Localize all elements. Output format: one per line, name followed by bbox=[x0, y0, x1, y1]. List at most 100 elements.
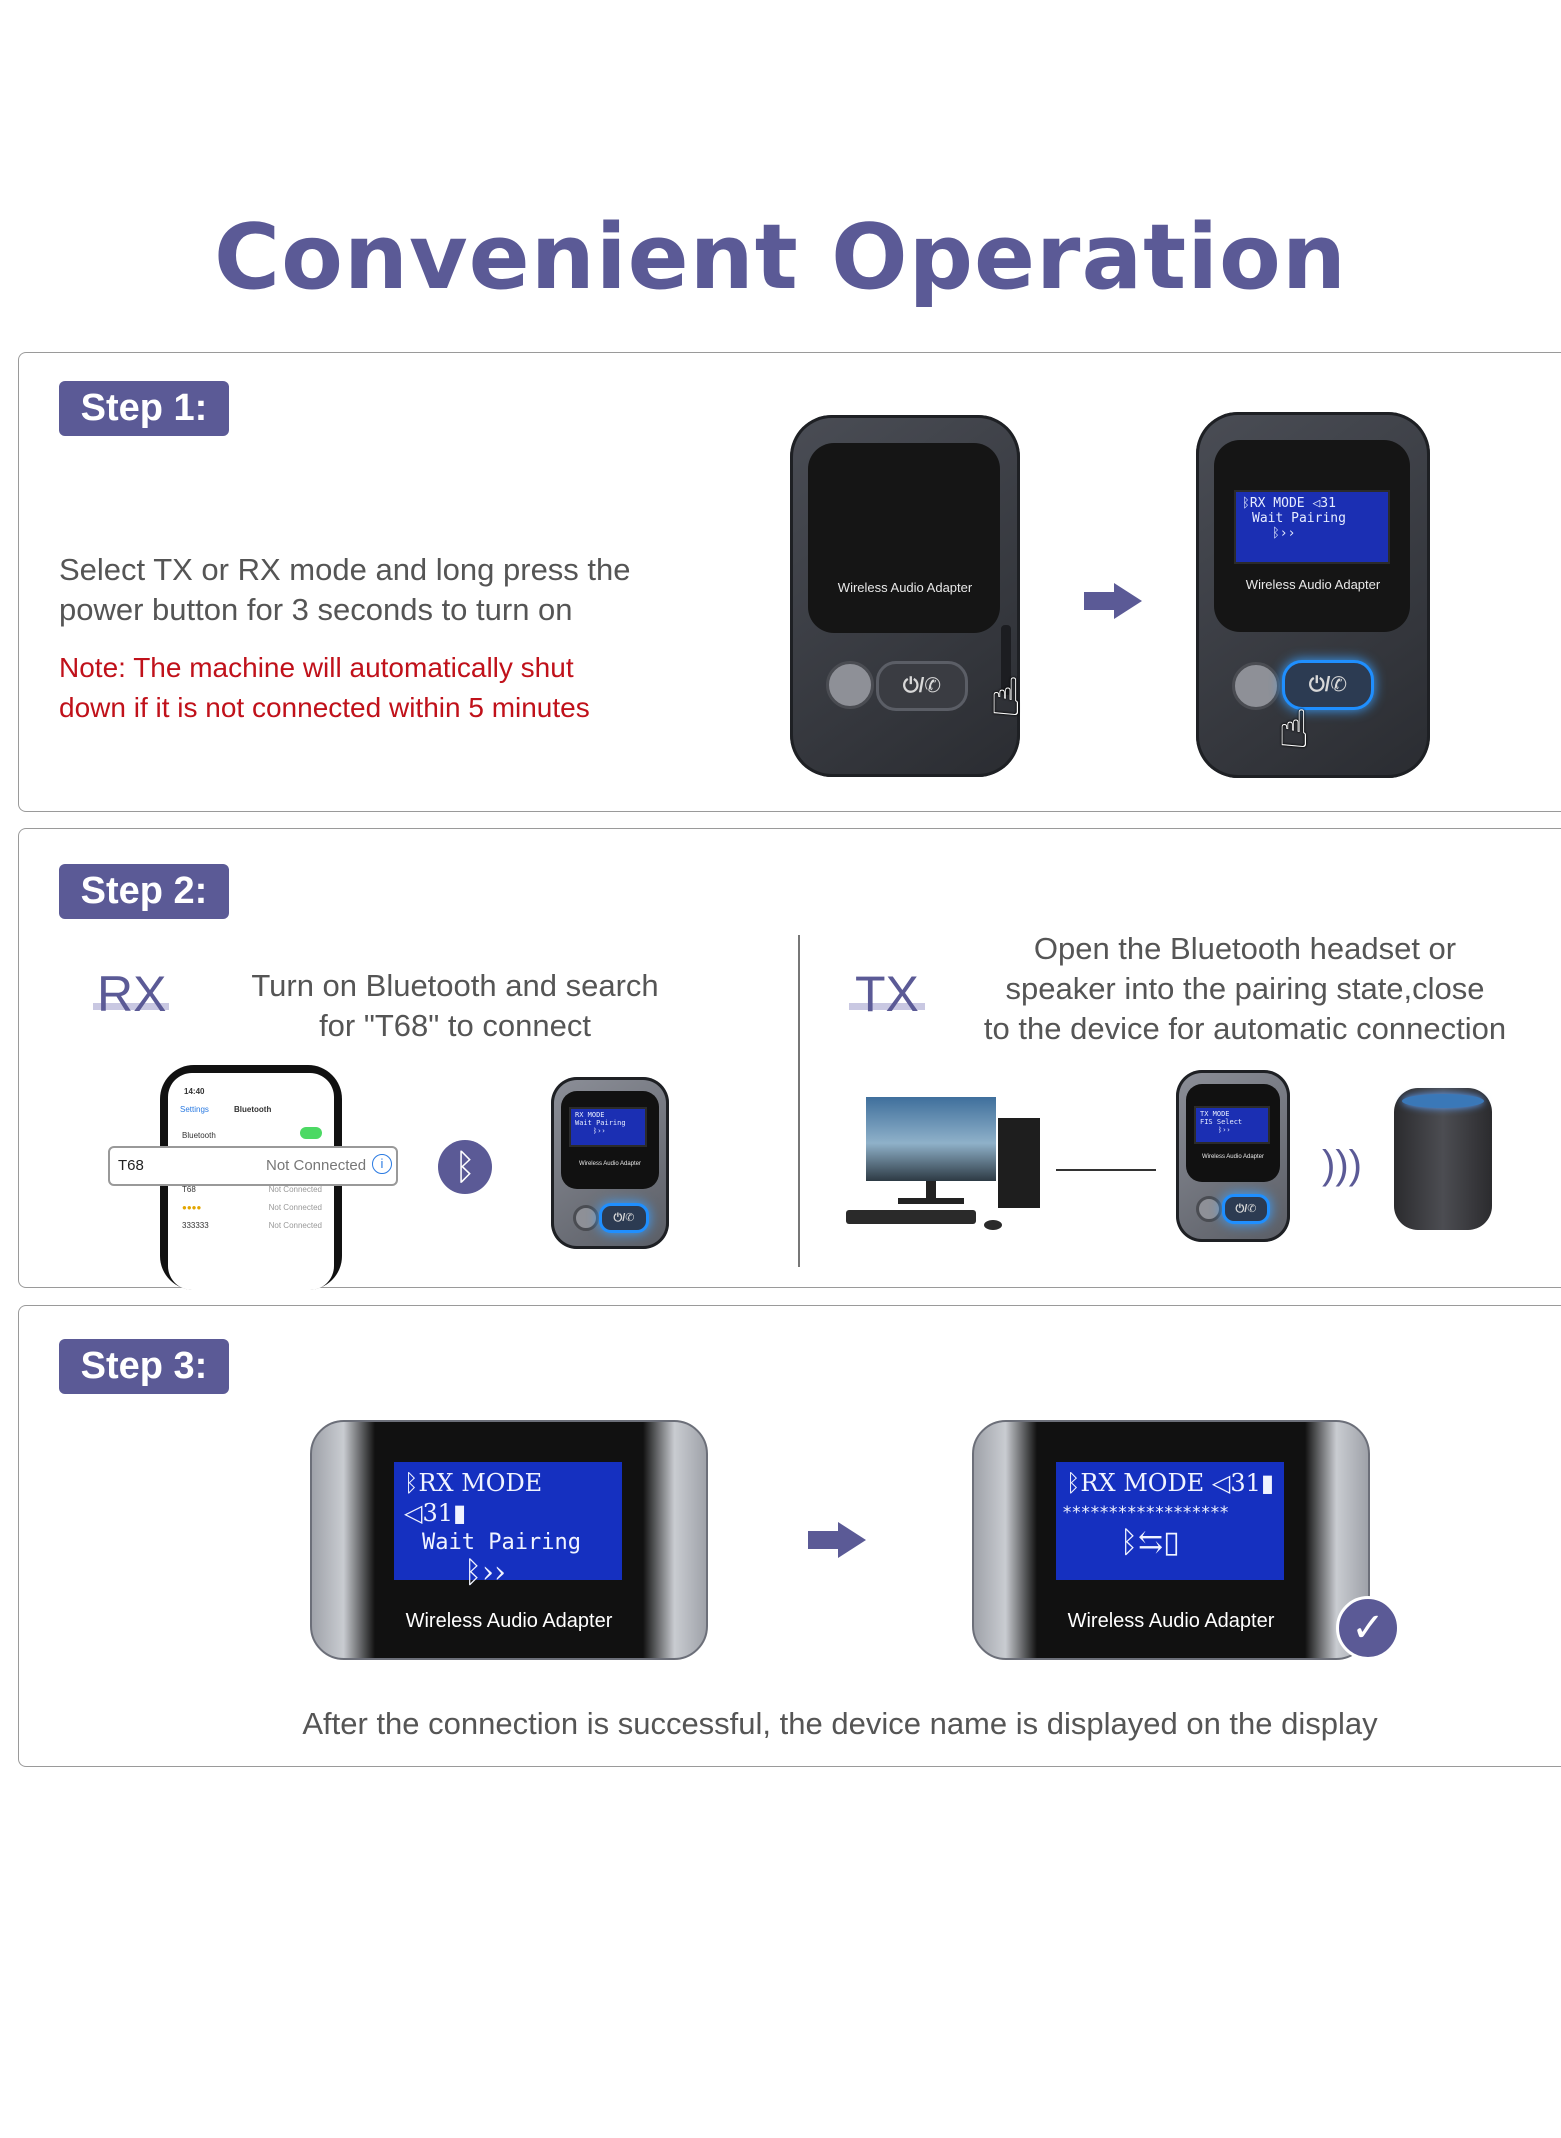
device-brand-label: Wireless Audio Adapter bbox=[578, 1161, 642, 1167]
step3-panel bbox=[18, 1305, 1561, 1767]
screen-status-text: Wait Pairing bbox=[575, 1119, 626, 1127]
screen-mode-text: TX MODE bbox=[1200, 1110, 1230, 1118]
device-name: 333333 bbox=[182, 1221, 209, 1230]
screen-closeup-before: ᛒRX MODE ◁31▮ Wait Pairing ᛒ›› Wireless … bbox=[310, 1420, 708, 1660]
rx-instruction-line1: Turn on Bluetooth and search bbox=[251, 968, 659, 1003]
volume-icon: ◁ bbox=[1312, 496, 1321, 511]
step2-divider bbox=[798, 935, 800, 1267]
connected-phone-icon: ᛒ⇆▯ bbox=[1120, 1525, 1180, 1560]
sound-waves-icon: ))) bbox=[1322, 1143, 1362, 1187]
speaker-light-ring bbox=[1402, 1094, 1484, 1108]
rx-label: RX bbox=[97, 966, 167, 1022]
check-icon: ✓ bbox=[1336, 1596, 1400, 1660]
step3-badge: Step 3: bbox=[59, 1339, 229, 1394]
phone-back-link: Settings bbox=[180, 1105, 209, 1114]
screen-volume-text: 31 bbox=[1230, 1469, 1261, 1497]
keyboard bbox=[846, 1210, 976, 1224]
device-status: Not Connected bbox=[268, 1185, 322, 1194]
device-screen: RX MODE Wait Pairing ᛒ›› bbox=[569, 1107, 647, 1147]
device-status: Not Connected bbox=[268, 1203, 322, 1212]
arrow-right-head-icon bbox=[838, 1522, 866, 1558]
power-button-lit: ⏻/✆ bbox=[599, 1203, 649, 1233]
mode-switch bbox=[1001, 625, 1011, 695]
mouse bbox=[984, 1220, 1002, 1230]
bluetooth-pairing-icon: ᛒ›› bbox=[1272, 526, 1296, 541]
mode-button bbox=[1196, 1196, 1222, 1222]
step1-note: Note: The machine will automatically shu… bbox=[59, 648, 739, 728]
screen-status-text: FIS Select bbox=[1200, 1118, 1243, 1126]
arrow-right-icon bbox=[808, 1531, 840, 1549]
battery-icon: ▮ bbox=[1260, 1469, 1275, 1497]
monitor-image bbox=[866, 1097, 996, 1181]
power-button-lit: ⏻/✆ bbox=[1282, 660, 1374, 710]
phone-row-3: 333333 Not Connected bbox=[182, 1221, 322, 1230]
screen-mode-text: RX MODE bbox=[418, 1469, 543, 1497]
battery-icon: ▮ bbox=[453, 1499, 467, 1527]
mode-button bbox=[826, 661, 874, 709]
tx-instruction-line3: to the device for automatic connection bbox=[983, 1011, 1507, 1046]
tx-instruction-line2: speaker into the pairing state,close bbox=[1005, 971, 1485, 1006]
device-status: Not Connected bbox=[268, 1221, 322, 1230]
rx-device-image: RX MODE Wait Pairing ᛒ›› Wireless Audio … bbox=[551, 1077, 669, 1249]
hand-pointer-icon: ☝ bbox=[990, 669, 1022, 727]
power-button-lit: ⏻/✆ bbox=[1222, 1194, 1270, 1224]
tx-label: TX bbox=[855, 966, 919, 1022]
audio-cable bbox=[1056, 1169, 1156, 1171]
arrow-right-icon bbox=[1084, 592, 1116, 610]
screen-mode-text: RX MODE bbox=[1249, 496, 1305, 511]
screen-device-name: ****************** bbox=[1062, 1503, 1229, 1523]
bluetooth-icon: ᛒ bbox=[1242, 496, 1250, 511]
bluetooth-pairing-icon: ᛒ›› bbox=[593, 1127, 606, 1135]
monitor-stand bbox=[926, 1181, 936, 1199]
screen-volume-text: 31 bbox=[1320, 496, 1336, 511]
device-name: T68 bbox=[182, 1185, 196, 1194]
device-name: ●●●● bbox=[182, 1203, 202, 1212]
screen-mode-text: RX MODE bbox=[575, 1111, 605, 1119]
rx-instruction-line2: for "T68" to connect bbox=[319, 1008, 591, 1043]
highlighted-device-name: T68 bbox=[118, 1157, 144, 1174]
device-brand-label: Wireless Audio Adapter bbox=[1245, 577, 1381, 592]
device-on-image: ᛒRX MODE ◁31 Wait Pairing ᛒ›› Wireless A… bbox=[1196, 412, 1430, 778]
mode-button bbox=[573, 1205, 599, 1231]
closeup-screen: ᛒRX MODE ◁31▮ ****************** ᛒ⇆▯ bbox=[1056, 1462, 1284, 1580]
step1-panel bbox=[18, 352, 1561, 812]
hand-pointer-icon: ☝ bbox=[1278, 701, 1310, 759]
bluetooth-icon: ᛒ bbox=[438, 1140, 492, 1194]
device-face bbox=[808, 443, 1000, 633]
step1-instruction: Select TX or RX mode and long press the … bbox=[59, 550, 759, 630]
device-brand-label: Wireless Audio Adapter bbox=[837, 580, 973, 595]
bluetooth-icon: ᛒ bbox=[1066, 1469, 1081, 1497]
highlighted-device-status: Not Connected bbox=[266, 1157, 367, 1174]
rx-underline bbox=[93, 1003, 169, 1010]
step1-note-line1: Note: The machine will automatically shu… bbox=[59, 652, 574, 683]
step1-instruction-line1: Select TX or RX mode and long press the bbox=[59, 552, 631, 587]
volume-icon: ◁ bbox=[1211, 1469, 1231, 1497]
device-screen: TX MODE FIS Select ᛒ›› bbox=[1194, 1106, 1270, 1144]
phone-header: Bluetooth bbox=[234, 1105, 272, 1114]
device-off-image: Wireless Audio Adapter ⏻/✆ bbox=[790, 415, 1020, 777]
screen-volume-text: 31 bbox=[422, 1499, 454, 1527]
bluetooth-pairing-icon: ᛒ›› bbox=[464, 1555, 506, 1590]
phone-bt-row: Bluetooth bbox=[182, 1131, 216, 1140]
highlighted-device-row: T68 Not Connected i bbox=[108, 1146, 398, 1186]
monitor-base bbox=[898, 1198, 964, 1204]
screen-status-text: Wait Pairing bbox=[1252, 511, 1346, 526]
screen-closeup-after: ᛒRX MODE ◁31▮ ****************** ᛒ⇆▯ Wir… bbox=[972, 1420, 1370, 1660]
step2-panel bbox=[18, 828, 1561, 1288]
step1-note-line2: down if it is not connected within 5 min… bbox=[59, 692, 590, 723]
mode-button bbox=[1232, 662, 1280, 710]
device-brand-label: Wireless Audio Adapter bbox=[1067, 1610, 1275, 1632]
step3-caption: After the connection is successful, the … bbox=[302, 1706, 1378, 1741]
bluetooth-speaker-image bbox=[1394, 1088, 1492, 1230]
tx-instruction: Open the Bluetooth headset or speaker in… bbox=[980, 929, 1510, 1049]
bluetooth-pairing-icon: ᛒ›› bbox=[1218, 1126, 1231, 1134]
bluetooth-icon: ᛒ bbox=[404, 1469, 419, 1497]
phone-time: 14:40 bbox=[184, 1087, 205, 1096]
arrow-right-head-icon bbox=[1114, 583, 1142, 619]
tx-underline bbox=[849, 1003, 925, 1010]
closeup-screen: ᛒRX MODE ◁31▮ Wait Pairing ᛒ›› bbox=[394, 1462, 622, 1588]
device-brand-label: Wireless Audio Adapter bbox=[405, 1610, 613, 1632]
step1-instruction-line2: power button for 3 seconds to turn on bbox=[59, 592, 573, 627]
screen-status-text: Wait Pairing bbox=[422, 1530, 581, 1555]
rx-instruction: Turn on Bluetooth and search for "T68" t… bbox=[245, 966, 665, 1046]
